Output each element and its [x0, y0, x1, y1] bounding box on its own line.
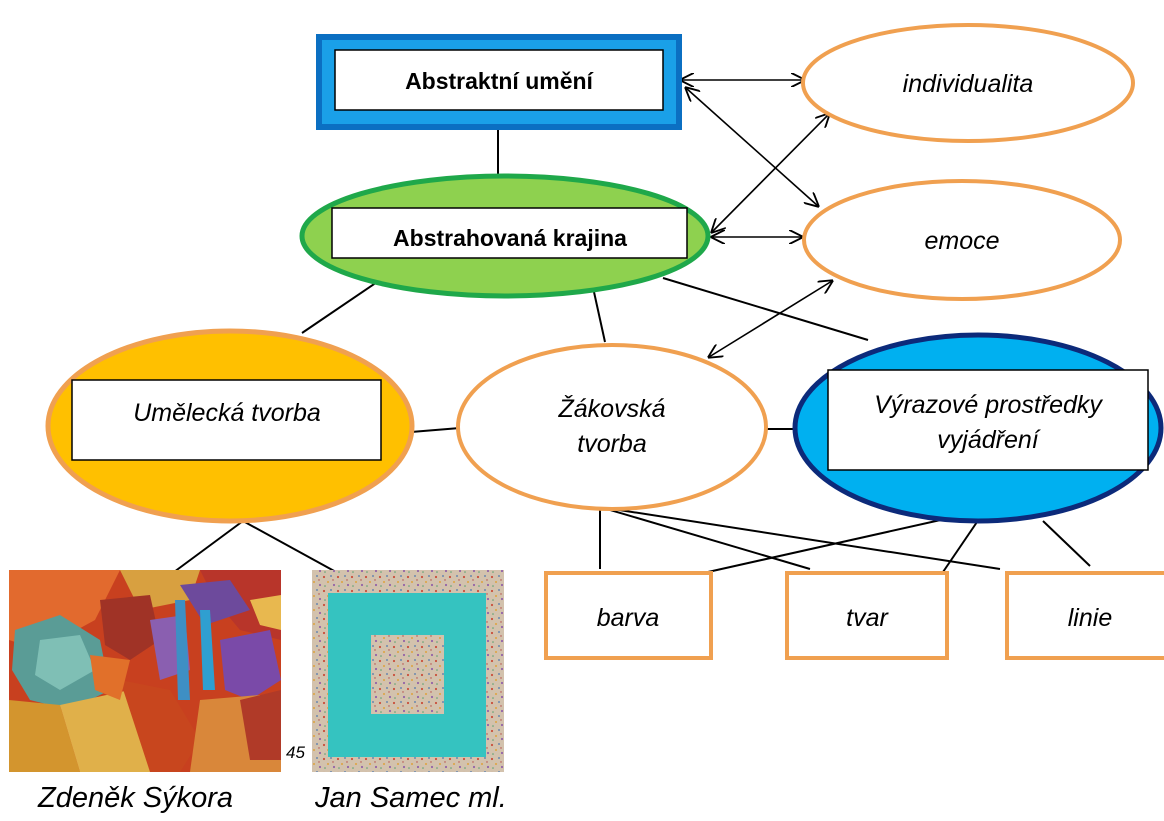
node-barva: barva — [544, 571, 713, 660]
arrow-abstraktni-emoce — [686, 88, 818, 206]
line-vyrazove-to-barva — [707, 518, 946, 573]
node-label-zakovska-line2: tvorba — [577, 430, 647, 458]
node-label-umelecka-tvorba: Umělecká tvorba — [133, 399, 321, 427]
footnote-number: 45 — [286, 743, 305, 762]
line-zakovska-to-linie — [599, 506, 1001, 570]
node-label-emoce: emoce — [924, 227, 999, 255]
node-label-zakovska-line1: Žákovská — [558, 394, 666, 423]
node-label-abstrahovana-krajina: Abstrahovaná krajina — [393, 225, 627, 251]
arrows — [681, 80, 832, 357]
painting-sykora — [9, 570, 281, 772]
arrow-zakovska-emoce — [709, 281, 832, 357]
node-vyrazove-prostredky: Výrazové prostředky vyjádření — [792, 332, 1164, 524]
node-individualita: individualita — [801, 23, 1135, 143]
node-label-vyrazove-line2: vyjádření — [937, 426, 1040, 454]
node-zakovska-tvorba: Žákovská tvorba — [456, 343, 768, 511]
line-umelecka-to-sykora — [173, 520, 244, 573]
line-krajina-to-zakovska — [593, 291, 606, 343]
node-label-abstraktni-umeni: Abstraktní umění — [405, 68, 594, 94]
line-krajina-to-umelecka — [301, 277, 384, 334]
line-vyrazove-to-linie — [1042, 520, 1091, 567]
node-tvar: tvar — [785, 571, 949, 660]
line-vyrazove-to-tvar — [942, 521, 978, 573]
node-label-tvar: tvar — [846, 604, 889, 632]
caption-samec: Jan Samec ml. — [315, 782, 507, 814]
node-linie: linie — [1005, 571, 1164, 660]
line-umelecka-to-samec — [242, 520, 337, 573]
arrow-krajina-individualita — [712, 114, 829, 232]
connector-lines — [173, 130, 1091, 573]
node-label-vyrazove-line1: Výrazové prostředky — [874, 391, 1103, 419]
node-umelecka-tvorba: Umělecká tvorba — [45, 328, 415, 524]
node-label-individualita: individualita — [903, 70, 1034, 98]
line-krajina-to-vyrazove — [662, 277, 869, 341]
painting-samec — [312, 570, 504, 772]
node-label-barva: barva — [597, 604, 660, 632]
line-zakovska-to-tvar — [599, 506, 811, 570]
node-abstrahovana-krajina: Abstrahovaná krajina — [299, 173, 711, 299]
caption-sykora: Zdeněk Sýkora — [38, 782, 234, 814]
line-umelecka-to-zakovska — [410, 427, 461, 433]
node-label-linie: linie — [1068, 604, 1112, 632]
node-abstraktni-umeni: Abstraktní umění — [316, 34, 682, 130]
node-emoce: emoce — [802, 179, 1122, 301]
